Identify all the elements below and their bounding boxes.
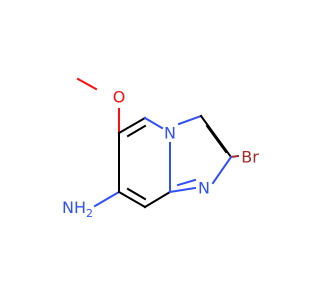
ring-double-bond-c3-c2	[205, 124, 228, 154]
imine-nitrogen-label: N	[198, 179, 210, 198]
ring-bond-n4-c3	[177, 114, 203, 126]
ring-bond-c2-n1	[211, 155, 233, 185]
amine-bond	[93, 190, 121, 208]
ring-double-bond-n1-c8a	[176, 178, 197, 187]
ring-double-bond-c6-c5	[126, 124, 147, 138]
bromine-label: Br	[241, 148, 259, 167]
molecule-structure: O N N Br NH2	[62, 77, 259, 220]
ring-nitrogen-label: N	[164, 124, 176, 143]
ring-bond-c5-n4	[143, 116, 164, 130]
ring-double-bond-c7-c8	[126, 187, 147, 201]
amine-subscript: 2	[86, 207, 93, 220]
ring-bond-c8-c8a	[143, 190, 172, 209]
ring-bond-c7-c8	[117, 190, 147, 209]
methyl-oxygen-bond	[76, 77, 98, 91]
amine-label: NH2	[62, 198, 93, 220]
amine-symbol: NH	[62, 198, 86, 217]
atom-labels: O N N Br NH2	[62, 88, 259, 220]
ring-bond-c3-c2	[199, 114, 233, 159]
bond-layer	[76, 77, 240, 209]
oxygen-label: O	[113, 88, 126, 107]
ring-bond-c6-c5	[117, 116, 147, 135]
ring-bond-n1-c8a	[168, 186, 197, 194]
